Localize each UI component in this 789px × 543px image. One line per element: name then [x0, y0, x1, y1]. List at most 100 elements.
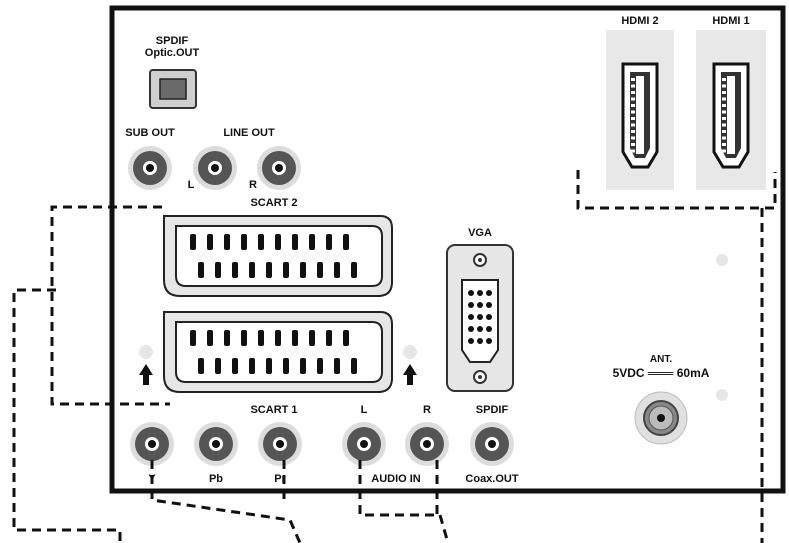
scart-pin — [266, 262, 272, 278]
scart-pin — [275, 330, 281, 346]
hdmi-contact — [722, 143, 726, 146]
indicator-dot-upper-right — [716, 254, 728, 266]
scart-pin — [309, 330, 315, 346]
scart-pin — [351, 262, 357, 278]
vga-pin — [486, 326, 492, 332]
hdmi-contact — [631, 123, 635, 127]
vga-pin — [468, 290, 474, 296]
scart-pin — [292, 234, 298, 250]
indicator-dot-right — [403, 345, 417, 359]
hdmi-contact — [722, 123, 726, 127]
hdmi-contact — [631, 143, 635, 146]
scart-pin — [207, 234, 213, 250]
scart2-connector[interactable] — [163, 215, 393, 297]
hdmi-contact — [722, 97, 726, 101]
scart-pin — [224, 234, 230, 250]
hdmi-contact — [722, 84, 726, 88]
scart-pin — [241, 330, 247, 346]
hdmi-contact — [722, 117, 726, 120]
audio-in-r-jack[interactable] — [405, 422, 449, 466]
scart-pin — [292, 330, 298, 346]
coax-antenna-icon[interactable] — [634, 391, 688, 445]
audio-in-label: AUDIO IN — [371, 473, 421, 485]
scart-pin — [266, 358, 272, 374]
line-out-r-jack[interactable] — [257, 146, 301, 190]
scart-pin — [249, 358, 255, 374]
scart-pin — [343, 330, 349, 346]
scart-pin — [258, 234, 264, 250]
dashed-line-left-outer — [12, 288, 122, 543]
vga-pin — [486, 302, 492, 308]
hdmi-contact — [631, 110, 635, 114]
vga-label: VGA — [468, 227, 492, 239]
sub-out-label: SUB OUT — [125, 127, 175, 139]
hdmi-port-icon[interactable] — [621, 62, 659, 169]
hdmi-contact — [722, 91, 726, 94]
scart-pin — [300, 262, 306, 278]
vga-port-icon[interactable] — [446, 244, 514, 392]
hdmi-port-icon[interactable] — [712, 62, 750, 169]
hdmi-contact — [722, 78, 726, 81]
scart-pin — [351, 358, 357, 374]
scart-pin — [190, 234, 196, 250]
scart-pin — [300, 358, 306, 374]
scart2-label: SCART 2 — [250, 197, 297, 209]
hdmi-contact — [631, 149, 635, 153]
vga-pin — [477, 290, 483, 296]
scart-pin — [207, 330, 213, 346]
scart-pin — [232, 358, 238, 374]
vga-pin — [468, 338, 474, 344]
pr-jack[interactable] — [258, 422, 302, 466]
indicator-dot-left — [139, 345, 153, 359]
hdmi-contact — [631, 130, 635, 133]
hdmi-contact — [631, 78, 635, 81]
hdmi-contact — [722, 104, 726, 107]
scart-pin — [317, 262, 323, 278]
line-out-r-label: R — [249, 179, 257, 191]
audio-in-l-label: L — [361, 404, 368, 416]
hdmi-contact — [722, 136, 726, 140]
hdmi-contact — [631, 117, 635, 120]
spdif-coax-label-2: Coax.OUT — [465, 473, 518, 485]
audio-in-l-jack[interactable] — [342, 422, 386, 466]
vga-pin — [477, 326, 483, 332]
optical-port-icon[interactable] — [149, 69, 197, 109]
scart1-connector[interactable] — [163, 311, 393, 393]
hdmi-contact — [631, 104, 635, 107]
indicator-dot-lower-right — [716, 389, 728, 401]
spdif-coax-label-1: SPDIF — [476, 404, 509, 416]
up-arrow-icon — [403, 364, 417, 385]
spdif-coax-jack[interactable] — [470, 422, 514, 466]
hdmi-contact — [631, 84, 635, 88]
hdmi-contact — [722, 149, 726, 153]
scart-pin — [334, 262, 340, 278]
line-out-l-jack[interactable] — [193, 146, 237, 190]
vga-pin — [486, 338, 492, 344]
hdmi2-label: HDMI 2 — [621, 15, 658, 27]
vga-pin — [477, 302, 483, 308]
scart-pin — [343, 234, 349, 250]
vga-pin — [468, 326, 474, 332]
ant-power-label: 5VDC ═══ 60mA — [613, 366, 710, 380]
scart-pin — [190, 330, 196, 346]
scart-pin — [198, 358, 204, 374]
scart-pin — [283, 262, 289, 278]
hdmi-contact — [722, 130, 726, 133]
scart-pin — [258, 330, 264, 346]
scart-pin — [309, 234, 315, 250]
scart-pin — [215, 358, 221, 374]
line-out-label: LINE OUT — [223, 127, 275, 139]
scart1-label: SCART 1 — [250, 404, 297, 416]
dashed-line-scart2 — [50, 205, 170, 406]
pb-jack[interactable] — [194, 422, 238, 466]
line-out-l-label: L — [188, 179, 195, 191]
scart-pin — [224, 330, 230, 346]
up-arrow-icon — [139, 364, 153, 385]
sub-out-jack[interactable] — [128, 146, 172, 190]
hdmi1-label: HDMI 1 — [712, 15, 749, 27]
scart-pin — [317, 358, 323, 374]
vga-pin — [468, 314, 474, 320]
y-jack[interactable] — [130, 422, 174, 466]
dashed-line-hdmi — [576, 170, 777, 210]
